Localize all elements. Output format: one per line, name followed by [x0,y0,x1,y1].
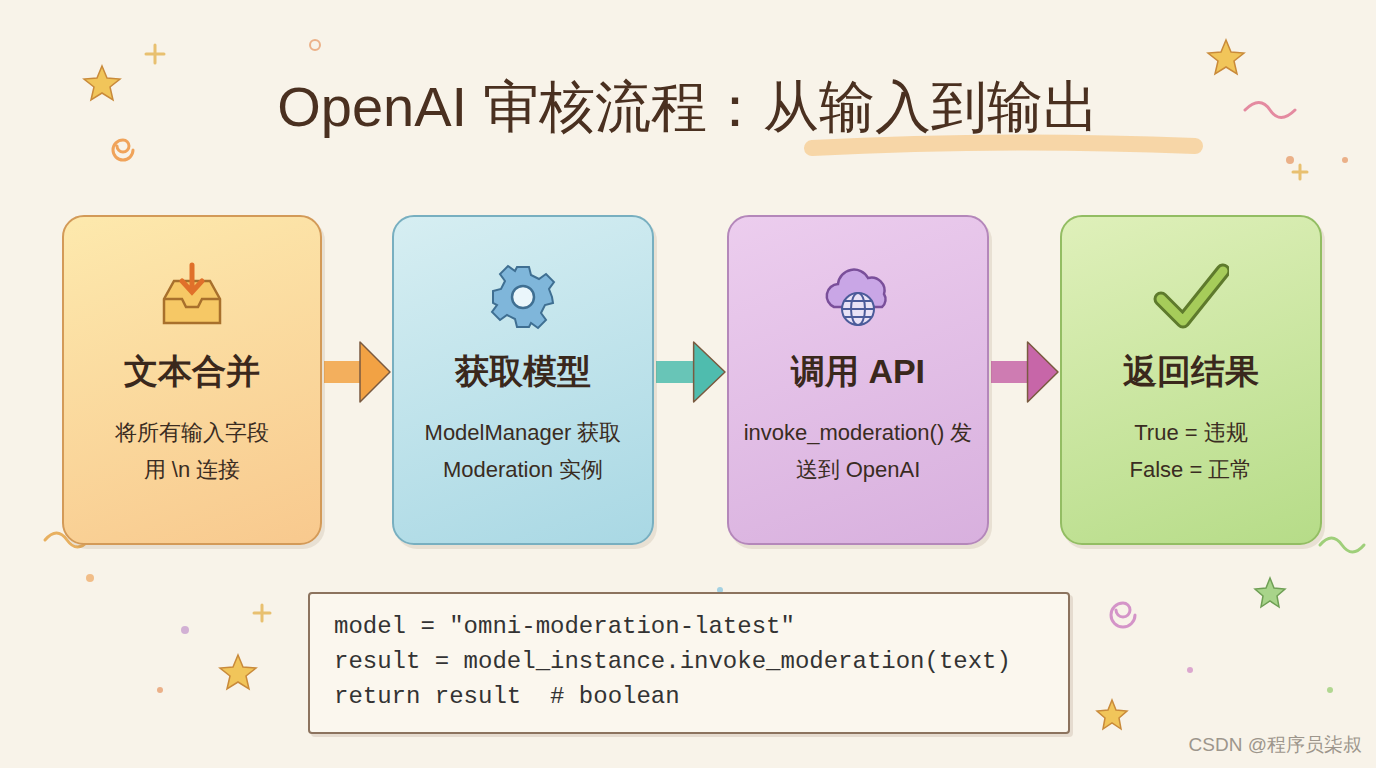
process-box: 文本合并将所有输入字段 用 \n 连接 [62,215,322,545]
code-line: model = "omni-moderation-latest" [334,610,1044,645]
flow-arrow [324,342,390,402]
process-box: 返回结果 True = 违规 False = 正常 [1060,215,1322,545]
tray-icon [154,259,230,335]
step-body: ModelManager 获取 Moderation 实例 [408,414,638,489]
flow-arrow [656,342,725,402]
process-box: 调用 API invoke_moderation() 发送到 OpenAI [727,215,989,545]
step-body: invoke_moderation() 发送到 OpenAI [743,414,973,489]
diagram-title: OpenAI 审核流程：从输入到输出 [0,70,1376,146]
step-heading: 返回结果 [1123,351,1259,392]
gear-icon [485,259,561,335]
step-heading: 调用 API [791,351,925,392]
flow-arrow [991,342,1058,402]
watermark: CSDN @程序员柒叔 [1189,732,1362,758]
step-heading: 文本合并 [124,351,260,392]
step-body: 将所有输入字段 用 \n 连接 [105,414,280,489]
check-icon [1153,259,1229,335]
code-line: return result # boolean [334,680,1044,715]
step-body: True = 违规 False = 正常 [1124,414,1259,489]
process-box: 获取模型 ModelManager 获取 Moderation 实例 [392,215,654,545]
code-line: result = model_instance.invoke_moderatio… [334,645,1044,680]
cloud-icon [820,259,896,335]
code-block: model = "omni-moderation-latest"result =… [308,592,1070,734]
step-heading: 获取模型 [455,351,591,392]
